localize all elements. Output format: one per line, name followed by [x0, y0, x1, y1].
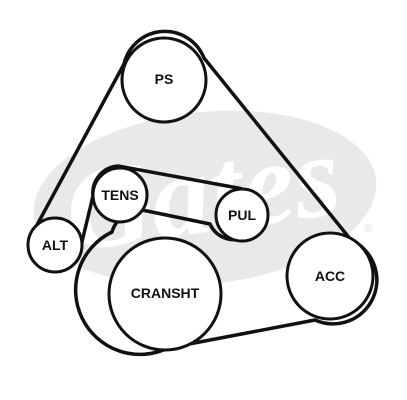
pulley-acc: ACC [285, 231, 375, 321]
pulley-cransht: CRANSHT [107, 236, 223, 352]
pulley-pul: PUL [214, 187, 270, 243]
pulley-tens-label: TENS [101, 187, 138, 203]
pulley-ps: PS [120, 36, 208, 124]
pulley-alt: ALT [26, 216, 84, 274]
pulley-ps-label: PS [155, 71, 174, 87]
pulley-cransht-label: CRANSHT [131, 285, 200, 301]
pulley-pul-label: PUL [228, 207, 256, 223]
pulley-acc-label: ACC [315, 268, 345, 284]
watermark-registered-mark: ® [364, 223, 372, 235]
pulley-alt-label: ALT [42, 237, 69, 253]
watermark-oval [33, 110, 377, 286]
pulley-tens: TENS [91, 166, 149, 224]
